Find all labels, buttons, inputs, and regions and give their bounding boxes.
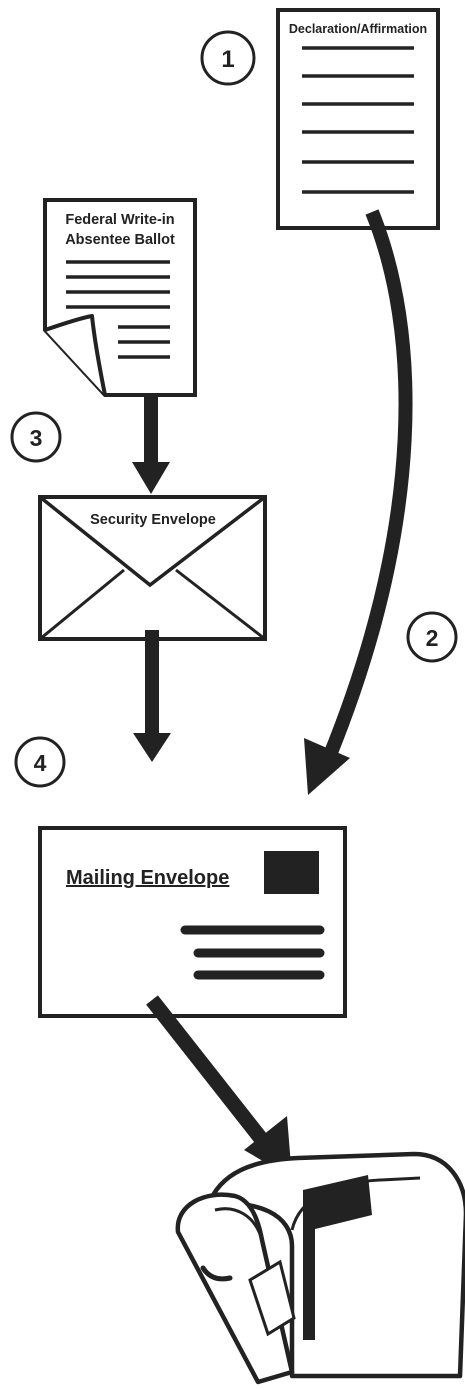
arrow-ballot-to-security-envelope <box>132 397 170 494</box>
arrow-security-to-mailing-envelope <box>133 630 171 762</box>
ballot-text-lines <box>66 260 170 359</box>
step-4-badge: 4 <box>14 736 66 788</box>
mailing-envelope-label: Mailing Envelope <box>66 867 229 889</box>
address-lines <box>180 925 325 980</box>
step-3-number: 3 <box>30 425 43 451</box>
declaration-text-lines <box>302 46 414 194</box>
security-envelope: Security Envelope <box>38 495 267 641</box>
postage-stamp <box>264 851 319 894</box>
mailing-envelope: Mailing Envelope <box>38 826 347 1018</box>
step-4-number: 4 <box>34 750 47 776</box>
declaration-title: Declaration/Affirmation <box>289 22 427 36</box>
mailbox-flag <box>303 1175 372 1232</box>
mailbox <box>175 1151 465 1385</box>
ballot-title-line1: Federal Write-in <box>65 212 174 228</box>
mailbox-flag-pole <box>303 1218 315 1340</box>
declaration-document: Declaration/Affirmation <box>276 8 440 230</box>
ballot-title-line2: Absentee Ballot <box>65 232 175 248</box>
arrow-declaration-to-mailing-envelope <box>304 209 413 795</box>
arrow-mailing-to-mailbox <box>146 995 292 1178</box>
step-1-number: 1 <box>221 46 234 73</box>
step-1-badge: 1 <box>200 30 256 86</box>
step-2-badge: 2 <box>406 611 458 663</box>
security-envelope-label: Security Envelope <box>90 512 216 528</box>
step-3-badge: 3 <box>10 411 62 463</box>
step-2-number: 2 <box>426 625 439 651</box>
ballot-document: Federal Write-in Absentee Ballot <box>43 198 197 397</box>
